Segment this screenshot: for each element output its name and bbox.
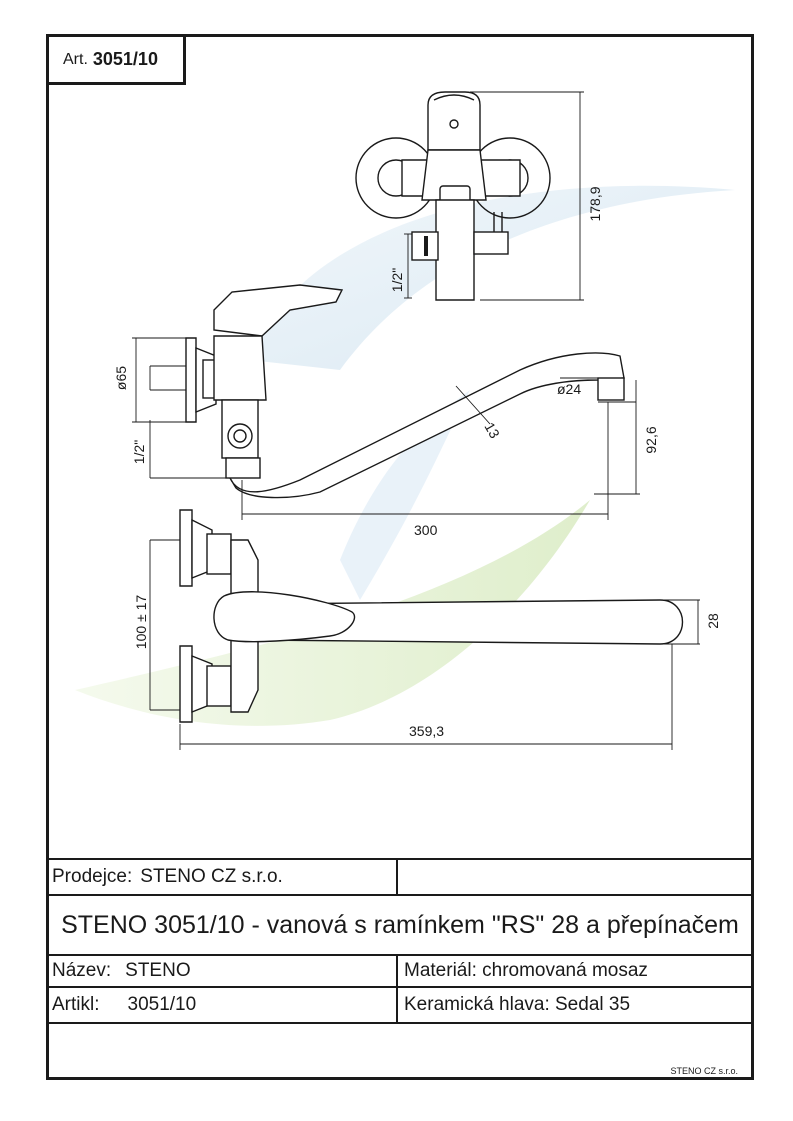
dim-height-92: 92,6 <box>643 426 659 453</box>
name-cell: Název: STENO <box>46 956 398 986</box>
product-title: STENO 3051/10 - vanová s ramínkem "RS" 2… <box>61 910 739 939</box>
article-number-box: Art. 3051/10 <box>46 34 186 85</box>
dim-diam-24: ø24 <box>557 381 581 397</box>
seller-label: Prodejce: <box>52 866 133 887</box>
seller-value: STENO CZ s.r.o. <box>140 866 283 887</box>
dim-top-thread: 1/2" <box>389 268 405 292</box>
seller-empty-cell <box>398 860 754 894</box>
dim-angle-13: 13 <box>481 420 503 442</box>
dim-length-300: 300 <box>414 522 438 538</box>
article-label: Artikl: <box>52 994 100 1015</box>
dim-width-28: 28 <box>705 613 721 629</box>
footer-brand: STENO CZ s.r.o. <box>670 1066 738 1076</box>
plan-view <box>179 509 684 723</box>
dim-length-359: 359,3 <box>409 723 444 739</box>
product-title-row: STENO 3051/10 - vanová s ramínkem "RS" 2… <box>46 894 754 954</box>
name-value: STENO <box>125 960 191 981</box>
dim-spacing: 100 ± 17 <box>133 595 149 650</box>
seller-cell: Prodejce: STENO CZ s.r.o. <box>46 860 398 894</box>
ceramic-cell: Keramická hlava: Sedal 35 <box>404 994 631 1015</box>
dim-top-height: 178,9 <box>587 186 603 221</box>
front-view <box>355 91 551 301</box>
name-row: Název: STENO Materiál: chromovaná mosaz <box>46 954 754 986</box>
seller-row: Prodejce: STENO CZ s.r.o. <box>46 858 754 894</box>
dim-diam-65: ø65 <box>113 366 129 390</box>
article-cell: Artikl: 3051/10 <box>46 988 398 1022</box>
name-label: Název: <box>52 960 112 981</box>
art-prefix: Art. <box>63 50 88 68</box>
watermark-blue-swoosh-2 <box>340 390 470 600</box>
article-value: 3051/10 <box>127 994 197 1015</box>
side-view <box>185 284 625 499</box>
material-cell: Materiál: chromovaná mosaz <box>404 960 648 981</box>
watermark-blue-swoosh <box>250 185 735 370</box>
drawing-sheet-frame <box>46 34 754 1080</box>
article-row: Artikl: 3051/10 Keramická hlava: Sedal 3… <box>46 986 754 1022</box>
footer-row <box>46 1022 754 1077</box>
dim-side-thread: 1/2" <box>131 440 147 464</box>
art-number: 3051/10 <box>92 49 158 69</box>
dimension-lines <box>132 91 700 750</box>
